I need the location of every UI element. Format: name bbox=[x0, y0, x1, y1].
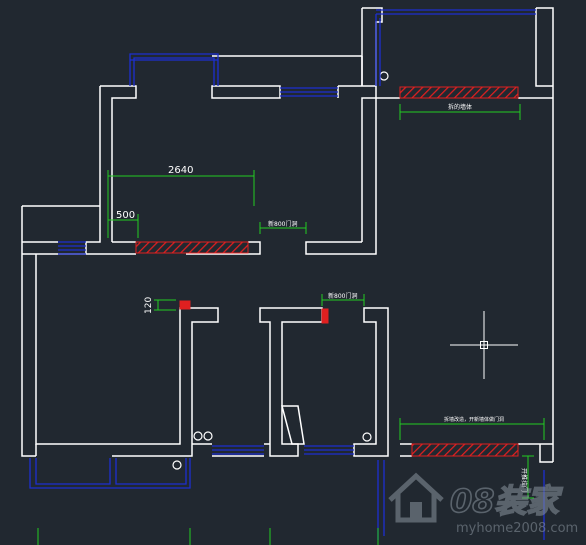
fixture-circle bbox=[203, 431, 213, 441]
house-logo-icon bbox=[388, 472, 444, 523]
demolition-walls bbox=[135, 86, 519, 457]
labels: 2640 500 120 拆的墙体 新800门洞 新800门洞 拆墙改造，开新墙… bbox=[116, 103, 528, 492]
walls bbox=[21, 7, 554, 463]
watermark-url: myhome2008.com bbox=[456, 521, 578, 536]
note-door-b: 新800门洞 bbox=[328, 292, 357, 300]
dimension-lines bbox=[37, 104, 545, 545]
window-bottom-right bbox=[377, 460, 545, 540]
dim-upper-room bbox=[399, 104, 521, 120]
note-vertical: 开推拉门 bbox=[520, 468, 528, 492]
wall-upper-bedroom-right bbox=[305, 97, 553, 255]
fixture-circle bbox=[362, 432, 372, 442]
demolition-upper-bedroom bbox=[135, 241, 249, 254]
fixture-circle bbox=[172, 460, 182, 470]
dim-door-b bbox=[321, 294, 365, 306]
crosshair-cursor-icon bbox=[450, 311, 518, 379]
wall-top-right-balcony bbox=[361, 7, 554, 462]
wall-center-corridor bbox=[259, 307, 323, 457]
dim-120 bbox=[154, 299, 176, 311]
wall-lower-left-rooms bbox=[192, 443, 270, 457]
windows bbox=[29, 9, 545, 540]
fixture-circle bbox=[193, 431, 203, 441]
dim-bottom-ticks bbox=[37, 528, 379, 545]
window-top-bay bbox=[129, 53, 219, 86]
window-bottom-center bbox=[304, 445, 354, 455]
wall-left-wing-inner bbox=[22, 241, 58, 456]
dim-label-500: 500 bbox=[116, 210, 135, 221]
dim-lower-right bbox=[399, 418, 545, 440]
dim-door-a bbox=[259, 222, 307, 234]
window-bottom-middle bbox=[212, 445, 264, 455]
wall-right-lower bbox=[400, 443, 553, 463]
window-top-middle bbox=[280, 87, 338, 97]
demolition-small-left bbox=[179, 300, 191, 310]
wall-top-line bbox=[212, 55, 363, 86]
note-upper-room: 拆的墙体 bbox=[448, 103, 472, 111]
demolition-lower-right bbox=[411, 443, 519, 457]
watermark-brand: 08装家 bbox=[450, 482, 564, 520]
demolition-small-center bbox=[321, 308, 329, 324]
dim-500 bbox=[107, 214, 139, 238]
dim-vertical bbox=[522, 455, 534, 499]
door-leaf bbox=[281, 405, 305, 445]
dim-2640 bbox=[107, 170, 255, 238]
watermark: 08装家 myhome2008.com bbox=[388, 472, 578, 536]
dim-label-120: 120 bbox=[144, 297, 154, 314]
wall-left-wing bbox=[21, 205, 219, 457]
fixtures bbox=[172, 71, 389, 470]
wall-top-middle bbox=[100, 85, 377, 242]
window-left-wing bbox=[58, 241, 86, 255]
note-lower-right: 拆墙改造，开新墙体做门洞 bbox=[444, 416, 504, 423]
wall-center-right bbox=[353, 307, 389, 457]
note-door-a: 新800门洞 bbox=[268, 220, 297, 228]
window-top-right-balcony bbox=[375, 9, 536, 86]
window-bottom-left-bay bbox=[29, 458, 191, 489]
dim-label-2640: 2640 bbox=[168, 165, 193, 176]
demolition-upper-right bbox=[399, 86, 519, 99]
wall-upper-bedroom bbox=[36, 86, 261, 255]
fixture-circle bbox=[379, 71, 389, 81]
